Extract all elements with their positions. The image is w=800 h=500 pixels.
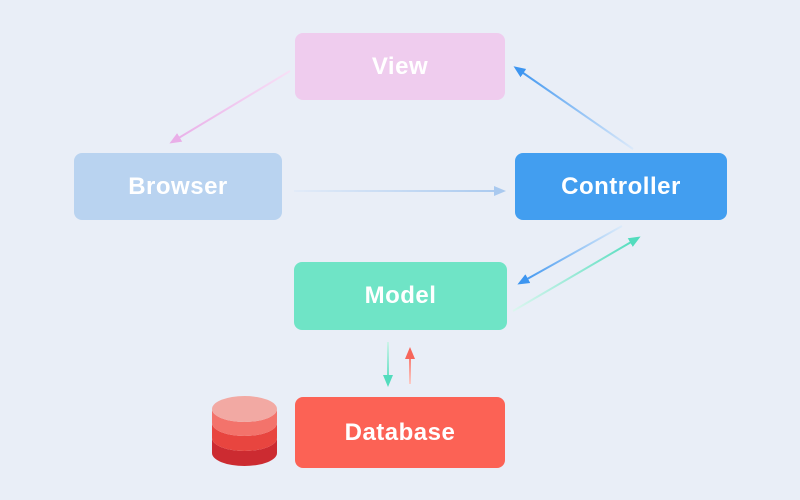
node-browser: Browser bbox=[74, 153, 282, 220]
arrow-model-to-controller bbox=[512, 236, 641, 312]
node-model-label: Model bbox=[364, 282, 437, 309]
node-model: Model bbox=[294, 262, 507, 330]
node-view: View bbox=[295, 33, 505, 100]
node-database-label: Database bbox=[344, 418, 456, 446]
node-controller-label: Controller bbox=[561, 172, 681, 200]
arrow-controller-to-view bbox=[513, 66, 634, 150]
database-cylinder-icon bbox=[212, 396, 277, 466]
arrow-view-to-browser bbox=[169, 70, 291, 144]
node-database: Database bbox=[295, 397, 505, 468]
node-controller: Controller bbox=[515, 153, 727, 220]
arrow-controller-to-model bbox=[517, 225, 623, 285]
node-view-label: View bbox=[371, 52, 429, 80]
node-browser-label: Browser bbox=[128, 172, 228, 200]
